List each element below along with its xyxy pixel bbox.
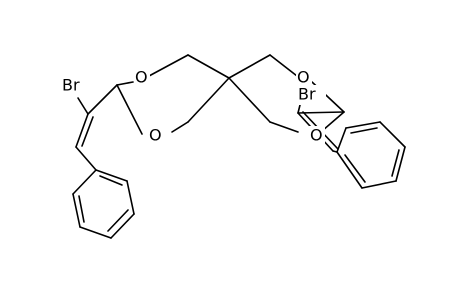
phenyl-bond [379, 121, 406, 148]
bond-vinyl-double-a [75, 113, 89, 148]
bond-spiro-c3prime [228, 54, 271, 79]
phenyl-bond [336, 127, 347, 153]
phenyl-inner-bond [99, 175, 123, 186]
bond-c4prime-spiro [228, 77, 271, 123]
right-substituent [297, 100, 406, 189]
label-bg [134, 68, 150, 86]
left-dioxane-ring [116, 54, 230, 135]
phenyl-bond [110, 213, 135, 239]
bond-c3prime-o3 [269, 54, 298, 77]
bond-c1-vinyl [87, 84, 118, 115]
oxygen-3-label: O [297, 68, 310, 87]
oxygen-2-label: O [149, 126, 162, 145]
left-phenyl-ring [72, 169, 135, 239]
right-dioxane-ring [228, 54, 345, 133]
bromine-right-label: Br [298, 85, 316, 104]
bond-c1prime-spiro [187, 54, 230, 79]
oxygen-4-label: O [310, 126, 323, 145]
phenyl-inner-bond [107, 209, 129, 232]
bond-o4-c4prime [269, 121, 299, 133]
phenyl-inner-bond [78, 195, 85, 223]
label-bg [309, 126, 325, 144]
phenyl-bond [395, 146, 406, 182]
bond-c2prime-o2 [171, 121, 189, 133]
bond-vinyl-br [77, 97, 89, 115]
bond-vinyl-phenyl [75, 146, 97, 171]
phenyl-bond [79, 226, 112, 239]
bond-spiro-c2prime [187, 77, 230, 123]
bond-vinyl-double-b [81, 116, 94, 147]
bond-c2-vinyl [297, 111, 345, 114]
label-bg [296, 68, 312, 86]
phenyl-bond [95, 169, 128, 182]
bond-c1-o1 [116, 81, 134, 86]
label-bg [148, 126, 164, 144]
left-substituent [72, 84, 135, 239]
phenyl-bond [336, 151, 363, 189]
phenyl-bond [126, 180, 135, 215]
label-bg [60, 75, 90, 95]
phenyl-inner-bond [391, 149, 400, 177]
phenyl-bond [361, 180, 397, 189]
right-phenyl-ring [336, 121, 406, 189]
phenyl-bond [72, 169, 97, 195]
phenyl-bond [345, 121, 381, 129]
atom-labels: Br O O O O Br [60, 68, 326, 145]
label-bg [296, 85, 326, 105]
bond-c2-o4 [321, 111, 345, 132]
bromine-left-label: Br [62, 76, 80, 95]
oxygen-1-label: O [135, 68, 148, 87]
phenyl-bond [72, 193, 81, 228]
bond-o1-c1prime [148, 54, 189, 77]
phenyl-inner-bond [344, 154, 366, 183]
bond-o2-c1 [116, 84, 143, 135]
phenyl-inner-bond [350, 127, 378, 134]
